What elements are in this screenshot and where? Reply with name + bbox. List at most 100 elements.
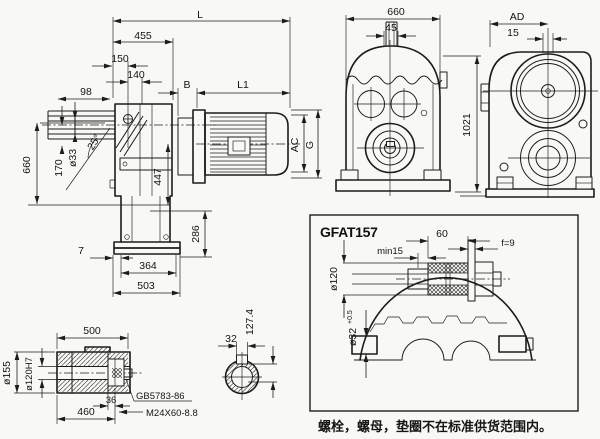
dim-label-G: G <box>304 141 316 149</box>
fan-base <box>485 188 595 198</box>
torque-bracket <box>119 157 173 171</box>
dim-label-364: 364 <box>139 260 157 272</box>
shaft-bore-lines <box>57 352 130 393</box>
fan-centerlines <box>483 28 598 198</box>
detail-bushing-lines <box>428 263 468 295</box>
fan-housing-outline <box>488 51 592 190</box>
dim-label-d155: ø155 <box>1 361 13 385</box>
housing-inner-lines <box>109 104 161 242</box>
detail-plate <box>467 239 476 302</box>
dim-label-286: 286 <box>190 225 202 243</box>
dim-label-d120: ø120 <box>328 267 340 291</box>
front-flange-wave <box>345 75 443 85</box>
dim-label-AC: AC <box>289 137 301 152</box>
shaft-body <box>56 351 131 394</box>
section-centerlines <box>222 352 262 400</box>
dim-label-60: 60 <box>436 228 448 240</box>
dim-label-15: 15 <box>507 27 519 39</box>
motor-body <box>204 112 289 176</box>
section-extension-lines <box>236 342 277 383</box>
input-shaft-keyway <box>388 22 395 46</box>
front-housing-outline <box>345 45 441 181</box>
dim-label-d120h7: ø120H7 <box>24 357 35 391</box>
front-base <box>335 179 451 192</box>
dim-label-B: B <box>183 79 190 91</box>
fan-small-hole-left <box>499 162 509 172</box>
detail-pad-right <box>498 335 527 353</box>
side-view: L 455 150 140 98 B L1 660 170 ø33 25° 44… <box>21 9 322 297</box>
shaft-washer-hatch <box>112 368 122 378</box>
dim-label-32: 32 <box>225 333 237 345</box>
detail-box: GFAT157 60 min15 f=9 ø120 ø32 +0.5 <box>309 214 579 412</box>
angle-leader <box>65 127 111 191</box>
front-centerlines <box>354 40 424 196</box>
breather-bolt-cross <box>123 114 133 124</box>
dim-label-AD: AD <box>510 11 525 23</box>
front-small-hole <box>420 109 428 117</box>
dim-label-f9: f=9 <box>501 238 514 249</box>
dim-label-d33: ø33 <box>67 149 79 167</box>
front-right-pad <box>423 169 442 181</box>
dim-label-447: 447 <box>152 168 164 186</box>
dim-label-140: 140 <box>127 69 145 81</box>
front-extension-lines <box>345 15 486 197</box>
dim-label-127-4: 127.4 <box>244 309 256 335</box>
dim-label-d32-bore: ø32 <box>347 328 359 346</box>
detail-bolt-stub <box>492 271 502 287</box>
dim-label-98: 98 <box>80 86 92 98</box>
dim-label-25deg: 25° <box>85 132 104 152</box>
dim-label-455: 455 <box>134 30 152 42</box>
reference-lines <box>28 204 212 212</box>
detail-extension-lines <box>343 236 469 296</box>
motor-flange <box>192 109 206 184</box>
hollow-shaft-view: 500 ø155 ø120H7 460 36 GB5783-86 M24X60-… <box>1 325 198 424</box>
dim-label-L1: L1 <box>237 79 249 91</box>
dim-label-L: L <box>197 9 203 21</box>
dim-label-1021: 1021 <box>461 113 473 137</box>
dim-label-660-front: 660 <box>387 6 405 18</box>
front-view: 660 45 1021 <box>335 6 486 197</box>
chamfer-rib-lines <box>115 111 148 157</box>
detail-base-line <box>354 338 536 361</box>
base-hole-left <box>124 234 130 240</box>
shaft-collar <box>84 346 111 353</box>
dim-label-660: 660 <box>21 156 33 174</box>
dim-label-7: 7 <box>78 245 84 257</box>
front-side-tab <box>439 71 448 89</box>
dim-label-min15: min15 <box>377 246 403 257</box>
detail-break-line <box>369 315 507 333</box>
output-key <box>386 141 395 147</box>
terminal-box-lid <box>232 140 246 152</box>
extension-lines <box>40 17 322 297</box>
detail-box-border <box>309 214 579 412</box>
detail-bushing-hatch-bottom <box>428 285 468 295</box>
detail-bushing-hatch-top <box>428 263 468 273</box>
fan-small-hole-right <box>578 119 588 129</box>
bolt-spec-label: M24X60-8.8 <box>146 408 198 419</box>
front-left-pad <box>340 169 359 181</box>
footnote-text: 螺栓，螺母，垫圈不在标准供货范围内。 <box>318 419 552 434</box>
dim-label-500: 500 <box>83 325 101 337</box>
retaining-bolt <box>123 368 133 378</box>
dim-label-d32-tolerance: +0.5 <box>347 310 354 324</box>
bracket-hole <box>122 161 128 167</box>
detail-pad-right-tab <box>525 337 534 351</box>
dim-label-460: 460 <box>77 406 95 418</box>
base-hole-right <box>163 234 169 240</box>
shaft-section-view: 32 127.4 <box>218 309 277 400</box>
detail-shaft-left-lines <box>408 273 428 285</box>
bolt-leader-line <box>125 378 192 402</box>
base-plate-top <box>113 241 181 249</box>
output-hub-side-lines <box>481 91 489 104</box>
fan-view: AD 15 <box>480 11 598 198</box>
input-shaft-end <box>385 21 398 46</box>
output-hub-side <box>480 83 489 112</box>
front-inner-walls <box>352 84 434 178</box>
dim-label-36: 36 <box>106 395 117 406</box>
base-plate-bottom <box>113 247 181 255</box>
dim-label-45: 45 <box>385 22 397 34</box>
housing-outline <box>114 103 173 243</box>
shaft-hatch-collar <box>86 347 109 353</box>
